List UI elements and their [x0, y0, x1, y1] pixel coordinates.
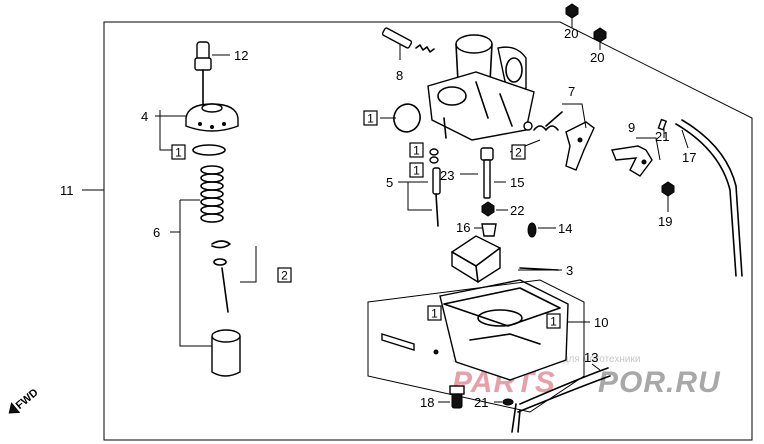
callout-13: 13	[584, 350, 598, 365]
callout-14: 14	[558, 221, 572, 236]
part-19-screw	[661, 181, 675, 197]
callout-16: 16	[456, 220, 470, 235]
callout-15: 15	[510, 175, 524, 190]
part-12-cable-adjuster	[194, 41, 212, 105]
box-ref-1-jet-b: 1	[413, 164, 420, 178]
callout-11: 11	[60, 183, 74, 198]
callout-20-lower: 20	[590, 50, 604, 65]
part-21-clamp-lower	[502, 398, 514, 406]
box-ref-1-o-ring: 1	[367, 112, 374, 126]
float-chamber	[439, 279, 569, 381]
callout-3: 3	[566, 263, 573, 278]
assembly-boundary	[103, 21, 753, 441]
part-14-clip	[527, 222, 537, 238]
carburetor-body	[427, 34, 535, 141]
box-ref-1-bowl: 1	[550, 315, 557, 329]
part-17-vent-hose	[675, 119, 743, 277]
callout-9: 9	[628, 120, 635, 135]
top-cap-o-ring	[192, 144, 226, 156]
callout-4: 4	[141, 109, 148, 124]
box-ref-2-needle: 2	[281, 269, 288, 283]
part-15-main-jet	[480, 147, 494, 199]
part-22-jet-holder	[481, 201, 495, 217]
box-ref-1-jet-a: 1	[413, 144, 420, 158]
box-ref-2-jet: 2	[515, 146, 522, 160]
part-4-carburetor-top	[185, 103, 239, 132]
callout-10: 10	[594, 315, 608, 330]
throttle-slide	[211, 329, 241, 377]
callout-5: 5	[386, 175, 393, 190]
part-5-needle-jet-group	[429, 148, 441, 227]
part-13-drain-tube	[511, 367, 611, 433]
body-o-ring	[393, 103, 421, 133]
part-16-float-valve-seat	[481, 223, 497, 237]
part-20-screw-lower	[593, 27, 607, 43]
throttle-spring	[200, 165, 224, 223]
callout-21-lower: 21	[474, 395, 488, 410]
callout-23: 23	[440, 168, 454, 183]
watermark-brand-right: POR.RU	[598, 366, 721, 399]
callout-21-upper: 21	[655, 129, 669, 144]
callout-19: 19	[658, 214, 672, 229]
leader-lines	[82, 18, 689, 403]
callout-20-upper: 20	[564, 26, 578, 41]
boxed-references: 1 2 1 1 1 2 1 1	[171, 110, 561, 329]
callout-22: 22	[510, 203, 524, 218]
jet-needle	[221, 267, 229, 313]
callout-8: 8	[396, 68, 403, 83]
callout-numbers: 12 4 11 6 8 20 20 7 9 21 17 19 5 23 15 2…	[60, 26, 696, 410]
callout-17: 17	[682, 150, 696, 165]
pilot-screw	[381, 333, 439, 355]
needle-clip	[211, 240, 231, 266]
part-7-choke-lever	[533, 111, 595, 171]
forward-direction-marker: FWD	[8, 387, 41, 414]
callout-18: 18	[420, 395, 434, 410]
part-18-drain-screw	[449, 385, 465, 409]
box-ref-1-pilot: 1	[431, 307, 438, 321]
part-9-throttle-bracket	[611, 118, 668, 177]
forward-label: FWD	[14, 387, 41, 412]
float	[451, 235, 501, 283]
callout-7: 7	[568, 84, 575, 99]
forward-arrow-icon	[8, 402, 21, 414]
float-chamber-outline	[367, 279, 585, 413]
part-8-idle-screw	[381, 27, 435, 53]
callout-6: 6	[153, 225, 160, 240]
box-ref-1-cap: 1	[175, 146, 182, 160]
part-20-screw-upper	[565, 3, 579, 19]
callout-12: 12	[234, 48, 248, 63]
